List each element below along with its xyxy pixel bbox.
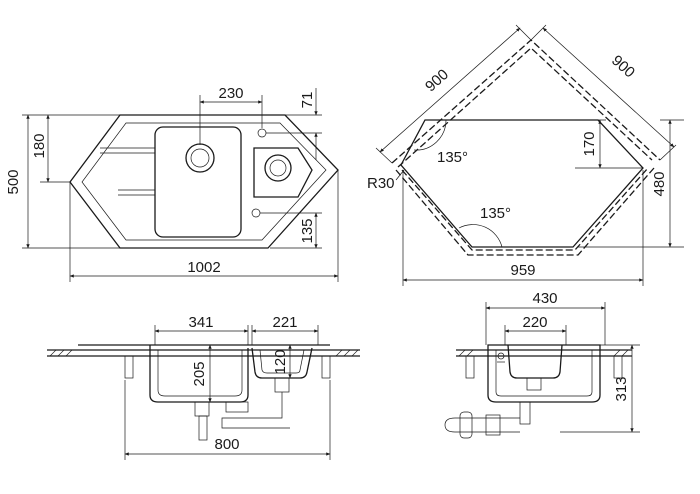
dim-bowl-depth: 205 bbox=[191, 361, 208, 386]
small-drain-outer bbox=[264, 154, 292, 182]
angle-bottom: 135° bbox=[480, 205, 511, 222]
section-view-right: 430 220 313 bbox=[444, 290, 640, 439]
section-view-left: 341 221 205 120 800 bbox=[47, 314, 360, 460]
dim-left-offset: 180 bbox=[31, 133, 48, 158]
tap-hole bbox=[251, 208, 261, 218]
dim-cabinet: 800 bbox=[214, 436, 239, 453]
dim-inner-depth: 170 bbox=[581, 131, 598, 156]
main-bowl bbox=[154, 126, 242, 238]
dim-right-edge: 900 bbox=[608, 52, 638, 81]
dim-side-depth: 313 bbox=[613, 376, 630, 401]
plan-view-corner: 900 900 135° 135° R30 170 480 959 bbox=[367, 24, 684, 286]
sink-outline-outer bbox=[69, 114, 339, 249]
angle-top: 135° bbox=[437, 149, 468, 166]
dim-height: 500 bbox=[5, 169, 22, 194]
plan-view-left: 1002 500 180 230 71 135 bbox=[5, 85, 339, 282]
tap-hole bbox=[257, 128, 267, 138]
small-drain-inner bbox=[269, 159, 287, 177]
dim-top-span: 230 bbox=[218, 85, 243, 102]
dim-width: 1002 bbox=[187, 259, 220, 276]
dim-small-bowl-width: 221 bbox=[272, 314, 297, 331]
dim-side-width: 430 bbox=[532, 290, 557, 307]
dim-right-offset: 135 bbox=[299, 218, 316, 243]
dim-left-edge: 900 bbox=[422, 66, 452, 95]
dim-width-corner: 959 bbox=[510, 262, 535, 279]
drain-inner bbox=[190, 148, 210, 168]
radius-label: R30 bbox=[367, 175, 395, 192]
cabinet-edge-bottom-inner bbox=[401, 167, 649, 251]
dim-small-bowl-depth: 120 bbox=[272, 349, 289, 374]
dim-side-inner-width: 220 bbox=[522, 314, 547, 331]
cabinet-edge-bottom bbox=[395, 167, 655, 256]
corner-sink-outline bbox=[400, 119, 644, 248]
sink-outline-inner bbox=[81, 122, 327, 241]
dim-top-offset: 71 bbox=[299, 92, 316, 109]
dim-height-corner: 480 bbox=[651, 171, 668, 196]
dim-bowl-width: 341 bbox=[188, 314, 213, 331]
drain-outer bbox=[185, 143, 215, 173]
small-bowl bbox=[253, 147, 313, 198]
side-bowl-outer bbox=[487, 344, 601, 403]
